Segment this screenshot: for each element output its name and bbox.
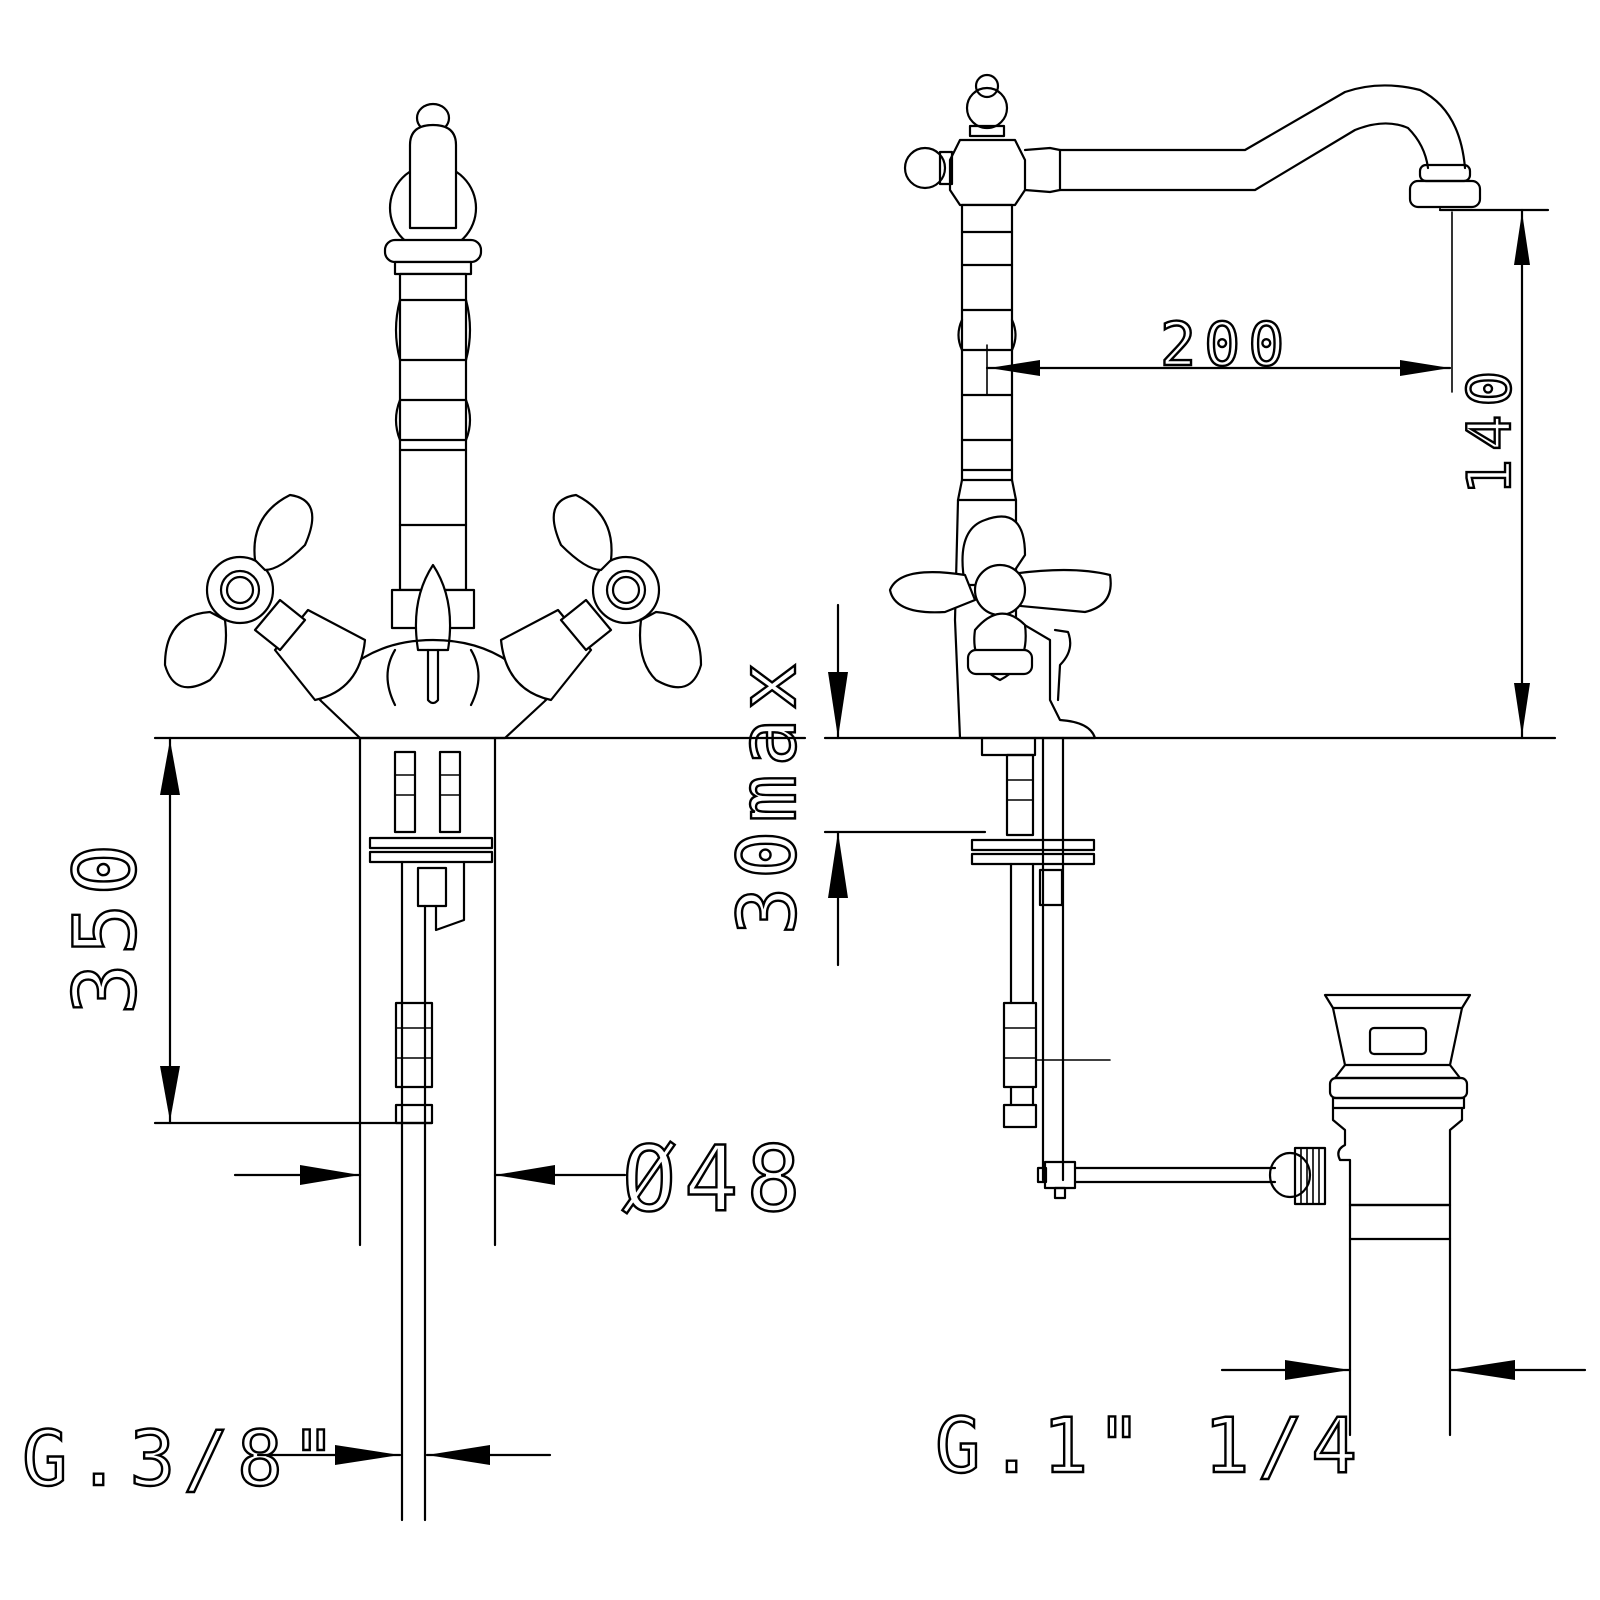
dimension-diameter-48-label: Ø48 — [622, 1127, 809, 1232]
side-view — [823, 73, 1557, 1437]
dimension-g38: G.3/8" — [21, 1413, 552, 1504]
front-view — [153, 102, 807, 1522]
dimension-200: 200 — [985, 211, 1453, 396]
dimension-350-label: 350 — [56, 836, 156, 1015]
dimension-diameter-48: Ø48 — [233, 1126, 809, 1233]
dimension-200-label: 200 — [1160, 310, 1292, 380]
right-cross-handle — [499, 493, 703, 702]
dimension-30max-label: 30max — [721, 654, 814, 935]
dimension-g114: G.1" 1/4 — [934, 1360, 1587, 1491]
dimension-g38-label: G.3/8" — [22, 1414, 345, 1503]
dimension-30max: 30max — [720, 603, 987, 967]
dimension-g114-label: G.1" 1/4 — [935, 1401, 1365, 1490]
dimension-140-label: 140 — [1455, 363, 1525, 495]
dimension-140: 140 — [1438, 208, 1550, 740]
dimension-350: 350 — [55, 736, 434, 1125]
left-cross-handle — [163, 493, 367, 702]
